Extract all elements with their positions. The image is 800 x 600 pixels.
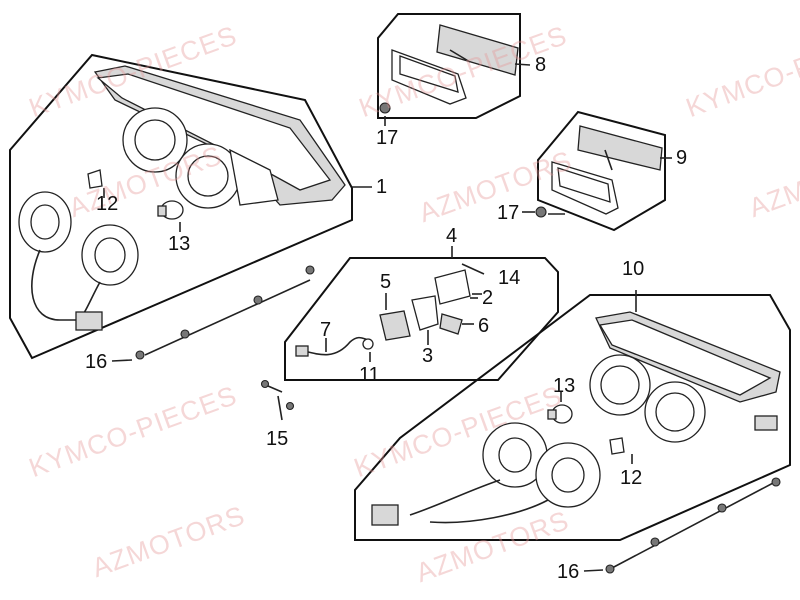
marker-light-lower-outline xyxy=(537,110,666,232)
wiring-group-parts xyxy=(295,246,485,362)
headlight-bulb-sockets xyxy=(18,191,139,331)
upper-small-bulb-12 xyxy=(87,169,105,198)
callout-17-lower: 17 xyxy=(497,202,520,224)
upper-screw-row xyxy=(111,265,315,362)
lower-screw-row xyxy=(583,477,781,574)
callout-9: 9 xyxy=(676,147,688,169)
callout-3: 3 xyxy=(422,345,434,367)
tail-light-bulb-sockets xyxy=(371,422,601,526)
callout-16-upper: 16 xyxy=(85,351,108,373)
loose-screws-15 xyxy=(260,379,295,421)
callout-13-upper: 13 xyxy=(168,233,191,255)
callout-4: 4 xyxy=(446,225,458,247)
marker-light-upper-outline xyxy=(377,13,521,119)
callout-15: 15 xyxy=(266,428,289,450)
callout-8: 8 xyxy=(535,54,547,76)
tail-light-housing xyxy=(589,290,781,443)
callout-2: 2 xyxy=(482,287,494,309)
callout-16-lower: 16 xyxy=(557,561,580,583)
rear-light-assembly-outline xyxy=(354,294,791,541)
wiring-group-outline xyxy=(284,257,559,381)
headlight-assembly-outline xyxy=(9,53,353,360)
callout-5: 5 xyxy=(380,271,392,293)
callout-10: 10 xyxy=(622,258,645,280)
callout-13-lower: 13 xyxy=(553,375,576,397)
upper-marker-light xyxy=(379,24,531,126)
callout-17-upper: 17 xyxy=(376,127,399,149)
callout-12-lower: 12 xyxy=(620,467,643,489)
leader-lines xyxy=(352,186,565,299)
callout-6: 6 xyxy=(478,315,490,337)
callout-11: 11 xyxy=(359,364,380,386)
lower-marker-light xyxy=(522,125,672,218)
callout-12-upper: 12 xyxy=(96,193,119,215)
callout-14: 14 xyxy=(498,267,521,289)
callout-7: 7 xyxy=(320,319,332,341)
headlight-housing xyxy=(93,65,346,209)
callout-1: 1 xyxy=(376,176,388,198)
upper-bulb-13 xyxy=(157,200,184,232)
lower-small-bulb-12 xyxy=(609,437,633,464)
lower-bulb-13 xyxy=(547,392,573,424)
